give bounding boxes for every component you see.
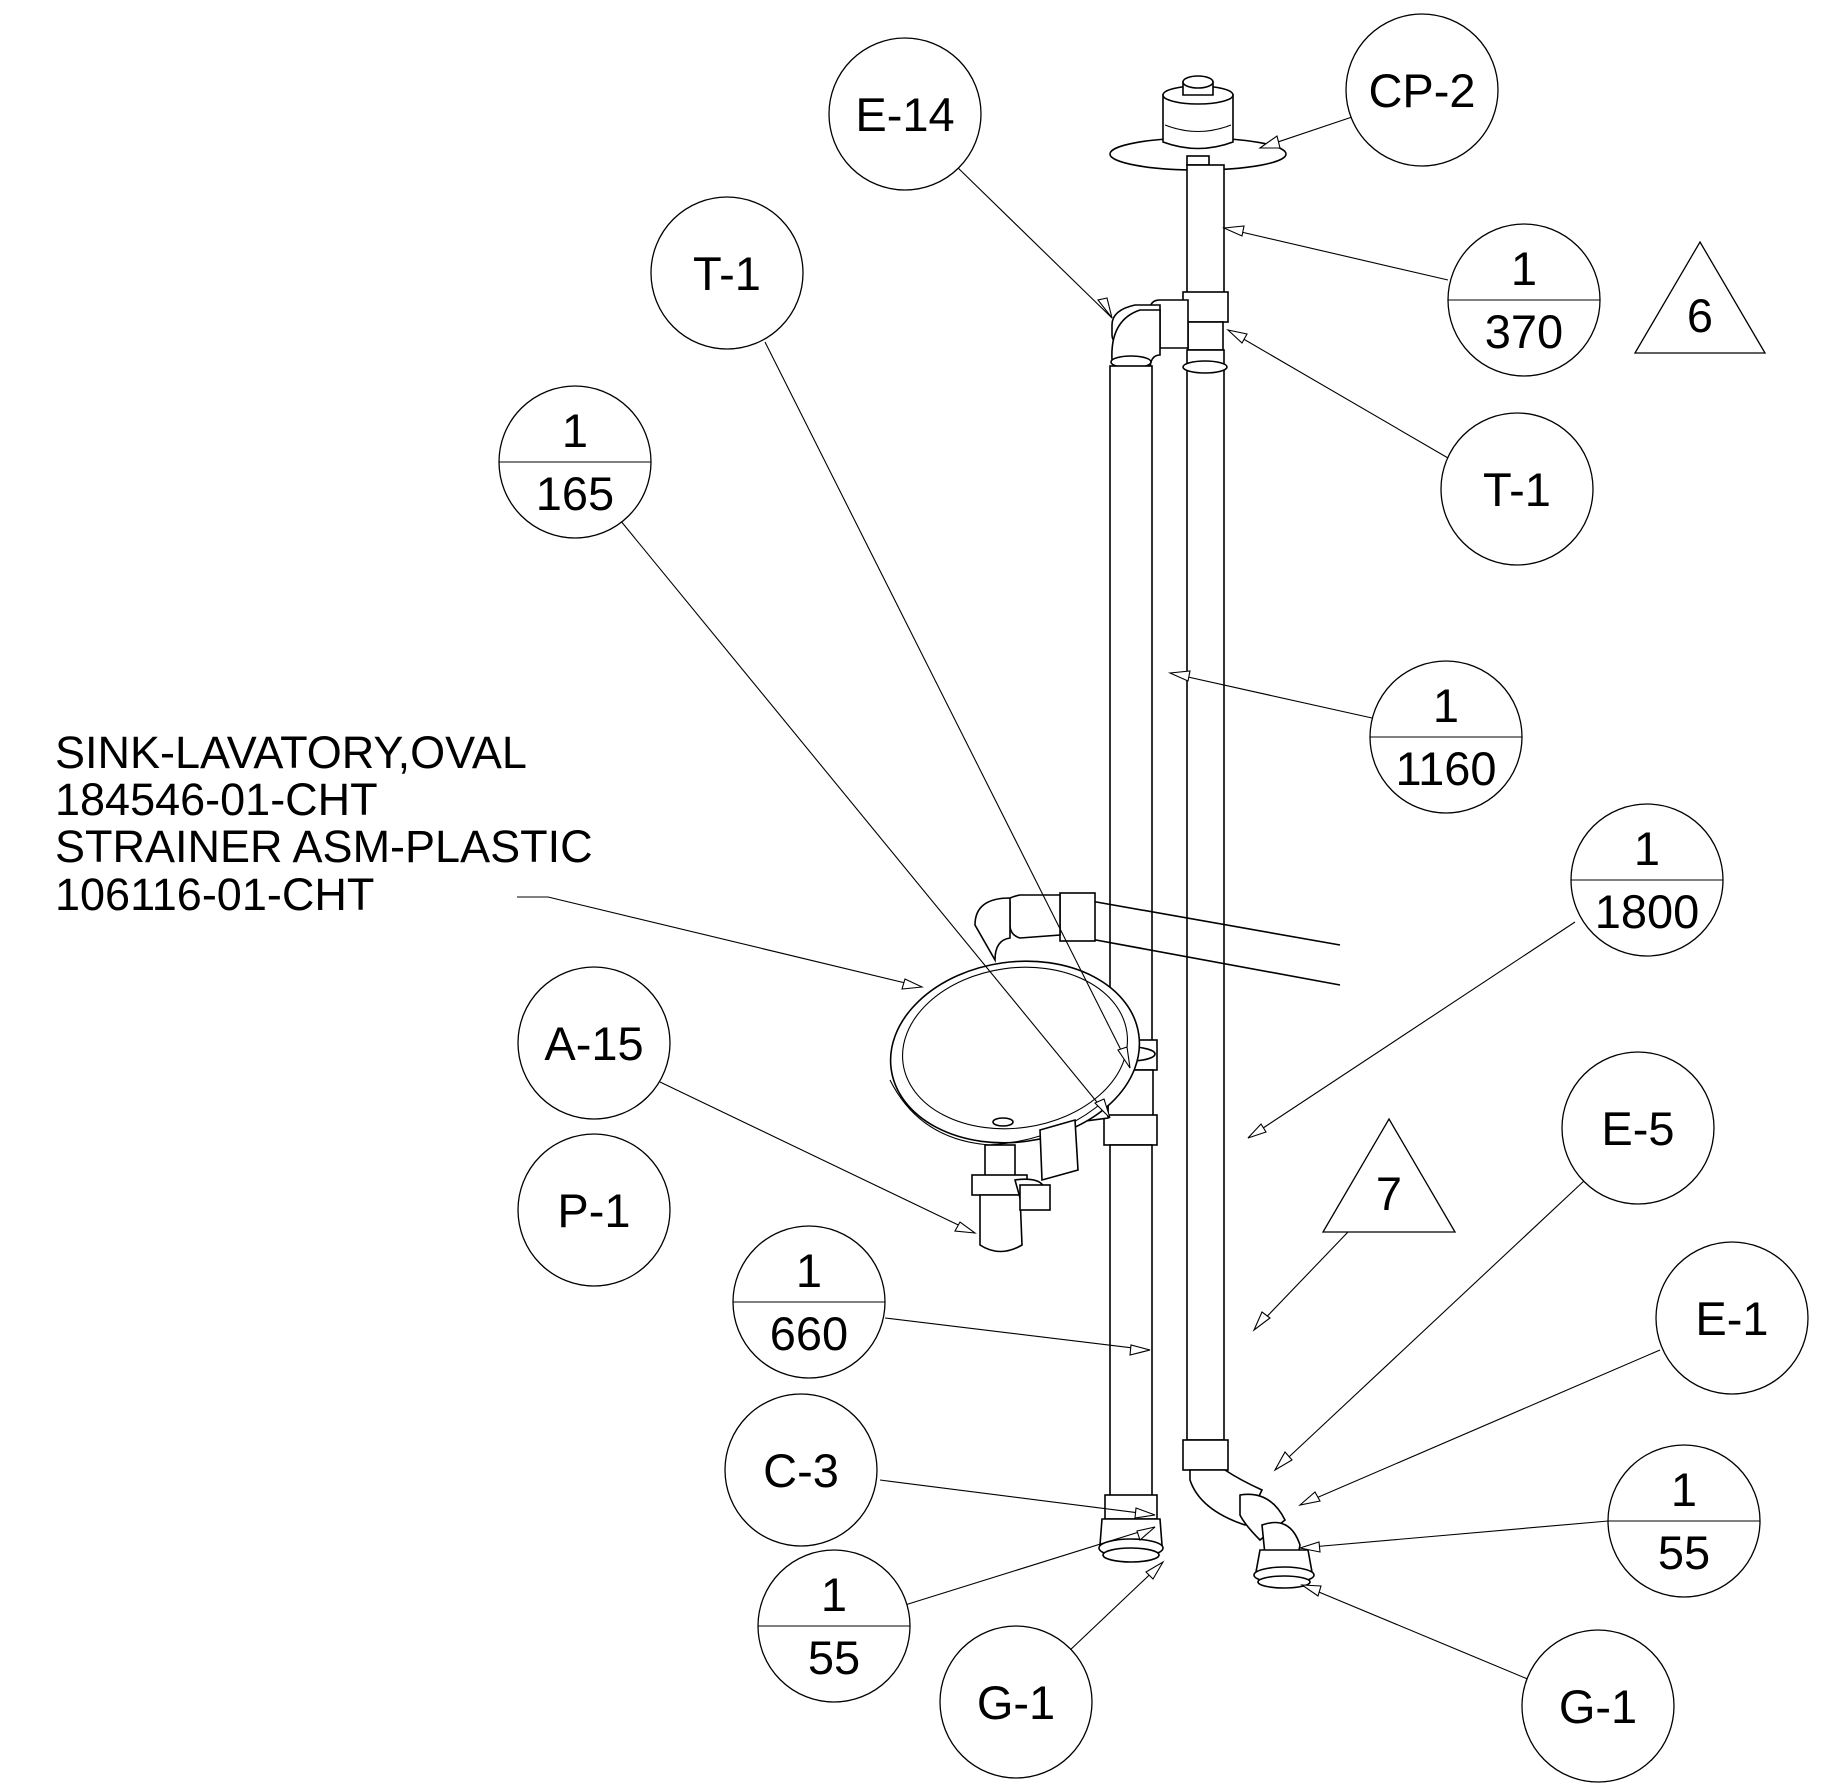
balloon-1800-length: 1800	[1595, 885, 1700, 938]
balloon-g1-right: G-1	[1521, 1629, 1675, 1783]
vent-cap-cp2	[1109, 75, 1287, 171]
balloon-qty-55-left: 1 55	[757, 1549, 911, 1703]
elbow-e14	[1110, 309, 1161, 372]
balloon-55-right-qty: 1	[1671, 1463, 1697, 1516]
balloon-qty-370: 1 370	[1447, 223, 1601, 377]
leader-lines	[517, 114, 1661, 1681]
cleanout-right	[1253, 1549, 1315, 1589]
balloon-cp2-label: CP-2	[1368, 64, 1475, 117]
balloon-p1: P-1	[517, 1133, 671, 1287]
balloon-55-left-length: 55	[808, 1631, 860, 1684]
note-line-4: 106116-01-CHT	[55, 869, 374, 920]
balloon-t1-upper-left-label: T-1	[693, 247, 761, 300]
balloon-55-left-qty: 1	[821, 1568, 847, 1621]
part-note: SINK-LAVATORY,OVAL 184546-01-CHT STRAINE…	[55, 727, 593, 920]
balloon-t1-right-label: T-1	[1483, 463, 1551, 516]
note-line-2: 184546-01-CHT	[55, 774, 378, 825]
balloon-qty-165: 1 165	[498, 385, 652, 539]
balloon-55-right-length: 55	[1658, 1526, 1710, 1579]
note-line-3: STRAINER ASM-PLASTIC	[55, 821, 593, 872]
balloon-e1: E-1	[1655, 1241, 1809, 1395]
balloon-1800-qty: 1	[1634, 822, 1660, 875]
revision-triangle-6-label: 6	[1687, 289, 1713, 342]
balloon-660-length: 660	[770, 1307, 848, 1360]
vent-riser-pipe	[1186, 164, 1225, 296]
balloon-1160-length: 1160	[1395, 742, 1496, 795]
revision-triangle-7-label: 7	[1376, 1167, 1402, 1220]
balloon-g1-right-label: G-1	[1559, 1680, 1637, 1733]
balloon-a15: A-15	[517, 966, 671, 1120]
note-line-1: SINK-LAVATORY,OVAL	[55, 727, 527, 778]
balloon-c3: C-3	[724, 1393, 878, 1547]
balloon-165-qty: 1	[562, 404, 588, 457]
balloon-e14: E-14	[828, 37, 982, 191]
balloon-e14-label: E-14	[855, 88, 954, 141]
balloon-660-qty: 1	[796, 1244, 822, 1297]
balloon-qty-1800: 1 1800	[1570, 803, 1724, 957]
balloon-g1-left-label: G-1	[977, 1676, 1055, 1729]
vertical-pipe-1800	[1182, 349, 1228, 1441]
balloon-qty-1160: 1 1160	[1369, 660, 1523, 814]
balloon-370-qty: 1	[1511, 242, 1537, 295]
vertical-pipe-660	[1109, 1144, 1153, 1501]
balloon-t1-right: T-1	[1440, 412, 1594, 566]
balloon-370-length: 370	[1485, 305, 1563, 358]
balloon-1160-qty: 1	[1433, 679, 1459, 732]
balloon-e5: E-5	[1561, 1051, 1715, 1205]
revision-triangle-7: 7	[1321, 1117, 1457, 1233]
balloon-qty-660: 1 660	[732, 1225, 886, 1379]
balloon-g1-left: G-1	[939, 1625, 1093, 1779]
balloon-e1-label: E-1	[1695, 1292, 1768, 1345]
elbow-e5-right	[1182, 1439, 1287, 1542]
revision-triangle-6: 6	[1633, 240, 1767, 354]
balloon-a15-label: A-15	[544, 1017, 643, 1070]
balloon-c3-label: C-3	[763, 1444, 839, 1497]
cleanout-c3-left	[1098, 1494, 1164, 1563]
balloon-e5-label: E-5	[1601, 1102, 1674, 1155]
vertical-pipe-1160	[1109, 365, 1153, 1047]
balloon-p1-label: P-1	[557, 1184, 630, 1237]
balloon-qty-55-right: 1 55	[1607, 1444, 1761, 1598]
balloon-165-length: 165	[536, 467, 614, 520]
balloon-cp2: CP-2	[1345, 13, 1499, 167]
balloon-t1-upper-left: T-1	[650, 196, 804, 350]
sink-trap-assembly	[971, 1118, 1079, 1253]
horizontal-branch-pipe	[974, 892, 1341, 986]
